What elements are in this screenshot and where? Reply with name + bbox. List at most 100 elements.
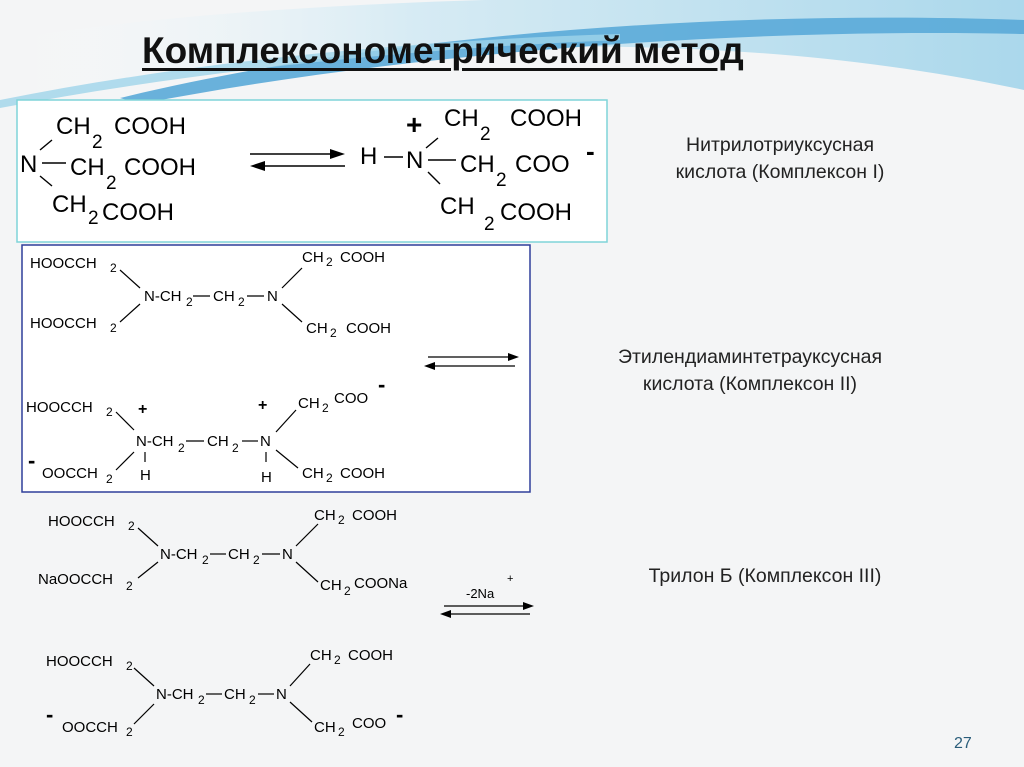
c2l-coo: COO [334,390,368,407]
bond-line [119,303,141,323]
arrow-head [250,161,265,171]
c2u-cooh-bot: COOH [346,320,391,337]
c1-ch-mid: CH [70,154,105,181]
c1r-cooh-bot: COOH [500,199,572,226]
arrow-head [330,149,345,159]
c1r-ch-top: CH [444,105,479,132]
c3u-naoocch: NaOOCCH [38,571,113,588]
complexon-1-equilibrium-arrow [250,149,345,171]
complexon-3-lower-structure: HOOCCH 2 - OOCCH 2 N-CH 2 CH 2 N CH 2 CO… [46,647,403,739]
formula-subscript: 2 [106,472,113,486]
bond-line [115,411,135,431]
c2u-ch: CH [213,288,235,305]
bond-line [289,701,313,723]
arrow-head [508,353,519,361]
formula-subscript: 2 [126,725,133,739]
complexon-1-left-structure: N CH 2 COOH CH 2 COOH CH 2 COOH [20,113,196,229]
c3-arrow-sup: + [507,573,513,585]
bond-line [427,171,441,185]
complexon-2-label-line2: кислота (Комплексон II) [642,373,858,395]
c1r-cooh-top: COOH [510,105,582,132]
formula-subscript: 2 [334,653,341,667]
bond-line [137,561,159,579]
wave-line-blue [120,17,1024,104]
c1r-h: H [360,143,377,170]
c2l-n: N [260,433,271,450]
c1r-minus: - [586,136,595,166]
c3l-nch: N-CH [156,686,194,703]
c3l-ch: CH [224,686,246,703]
bond-line [295,523,319,547]
c3l-ch-bot: CH [314,719,336,736]
c3l-coo: COO [352,715,386,732]
bond-line [289,663,311,687]
complexon-1-label-line2: кислота (Комплексон I) [675,161,885,183]
complexon-1-label-line1: Нитрилотриуксусная [685,134,875,156]
c1r-sub-mid: 2 [496,170,507,191]
formula-subscript: 2 [338,513,345,527]
formula-subscript: 2 [232,441,239,455]
c3u-coona: COONa [354,575,408,592]
c1-cooh-bot: COOH [102,199,174,226]
formula-subscript: 2 [186,295,193,309]
complexon-2-lower-structure: HOOCCH 2 - OOCCH 2 + N-CH 2 CH 2 N + H H… [26,372,385,486]
c1-ch-bot: CH [52,191,87,218]
c3l-ooccch: OOCCH [62,719,118,736]
formula-subscript: 2 [338,725,345,739]
c2l-h-left: H [140,467,151,484]
complexon-3-upper-structure: HOOCCH 2 NaOOCCH 2 N-CH 2 CH 2 N CH 2 CO… [38,507,408,598]
wave-line-light [0,34,620,108]
formula-subscript: 2 [110,261,117,275]
bond-line [425,137,439,149]
c2l-h-right: H [261,469,272,486]
c1r-coo-mid: COO [515,151,570,178]
formula-subscript: 2 [326,255,333,269]
c1r-sub-bot: 2 [484,214,495,235]
c1-sub-top: 2 [92,132,103,153]
bond-line [281,267,303,289]
c1r-plus: + [406,109,422,140]
c1-cooh-top: COOH [114,113,186,140]
bond-line [281,303,303,323]
complexon-1-box [16,99,608,243]
formula-subscript: 2 [126,659,133,673]
c2l-ooccch: OOCCH [42,465,98,482]
c2l-plus-left: + [138,401,147,418]
bond-line [39,175,53,187]
bond-line [275,409,297,433]
c2u-ch-bot: CH [306,320,328,337]
c1r-ch-mid: CH [460,151,495,178]
bond-line [115,451,135,471]
c3l-cooh: COOH [348,647,393,664]
c3l-minus-left: - [46,702,53,727]
c2u-n: N [267,288,278,305]
formula-subscript: 2 [330,326,337,340]
bond-line [295,561,319,583]
c3l-minus-right: - [396,702,403,727]
complexon-2-label-line1: Этилендиаминтетрауксусная [617,346,883,368]
c2u-hoocch-top: HOOCCH [30,255,97,272]
arrow-head [440,610,451,618]
c3u-hoocch: HOOCCH [48,513,115,530]
c2l-minus-right: - [378,372,385,397]
complexon-1-frame [16,99,608,243]
c2l-cooh: COOH [340,465,385,482]
c1-sub-bot: 2 [88,208,99,229]
c2l-minus-left: - [28,448,35,473]
complexon-1-label: Нитрилотриуксусная кислота (Комплексон I… [630,132,930,186]
formula-subscript: 2 [344,584,351,598]
formula-subscript: 2 [198,693,205,707]
complexon-2-label: Этилендиаминтетрауксусная кислота (Компл… [560,344,940,398]
formula-subscript: 2 [178,441,185,455]
complexon-2-equilibrium-arrow [424,353,519,370]
formula-subscript: 2 [128,519,135,533]
c3u-nch: N-CH [160,546,198,563]
complexon-2-frame [21,244,531,493]
formula-subscript: 2 [126,579,133,593]
c2u-hoocch-bot: HOOCCH [30,315,97,332]
complexon-2-upper-structure: HOOCCH 2 HOOCCH 2 N-CH 2 CH 2 N CH 2 COO… [30,249,391,340]
c3u-ch-top: CH [314,507,336,524]
c3u-cooh: COOH [352,507,397,524]
formula-subscript: 2 [326,471,333,485]
